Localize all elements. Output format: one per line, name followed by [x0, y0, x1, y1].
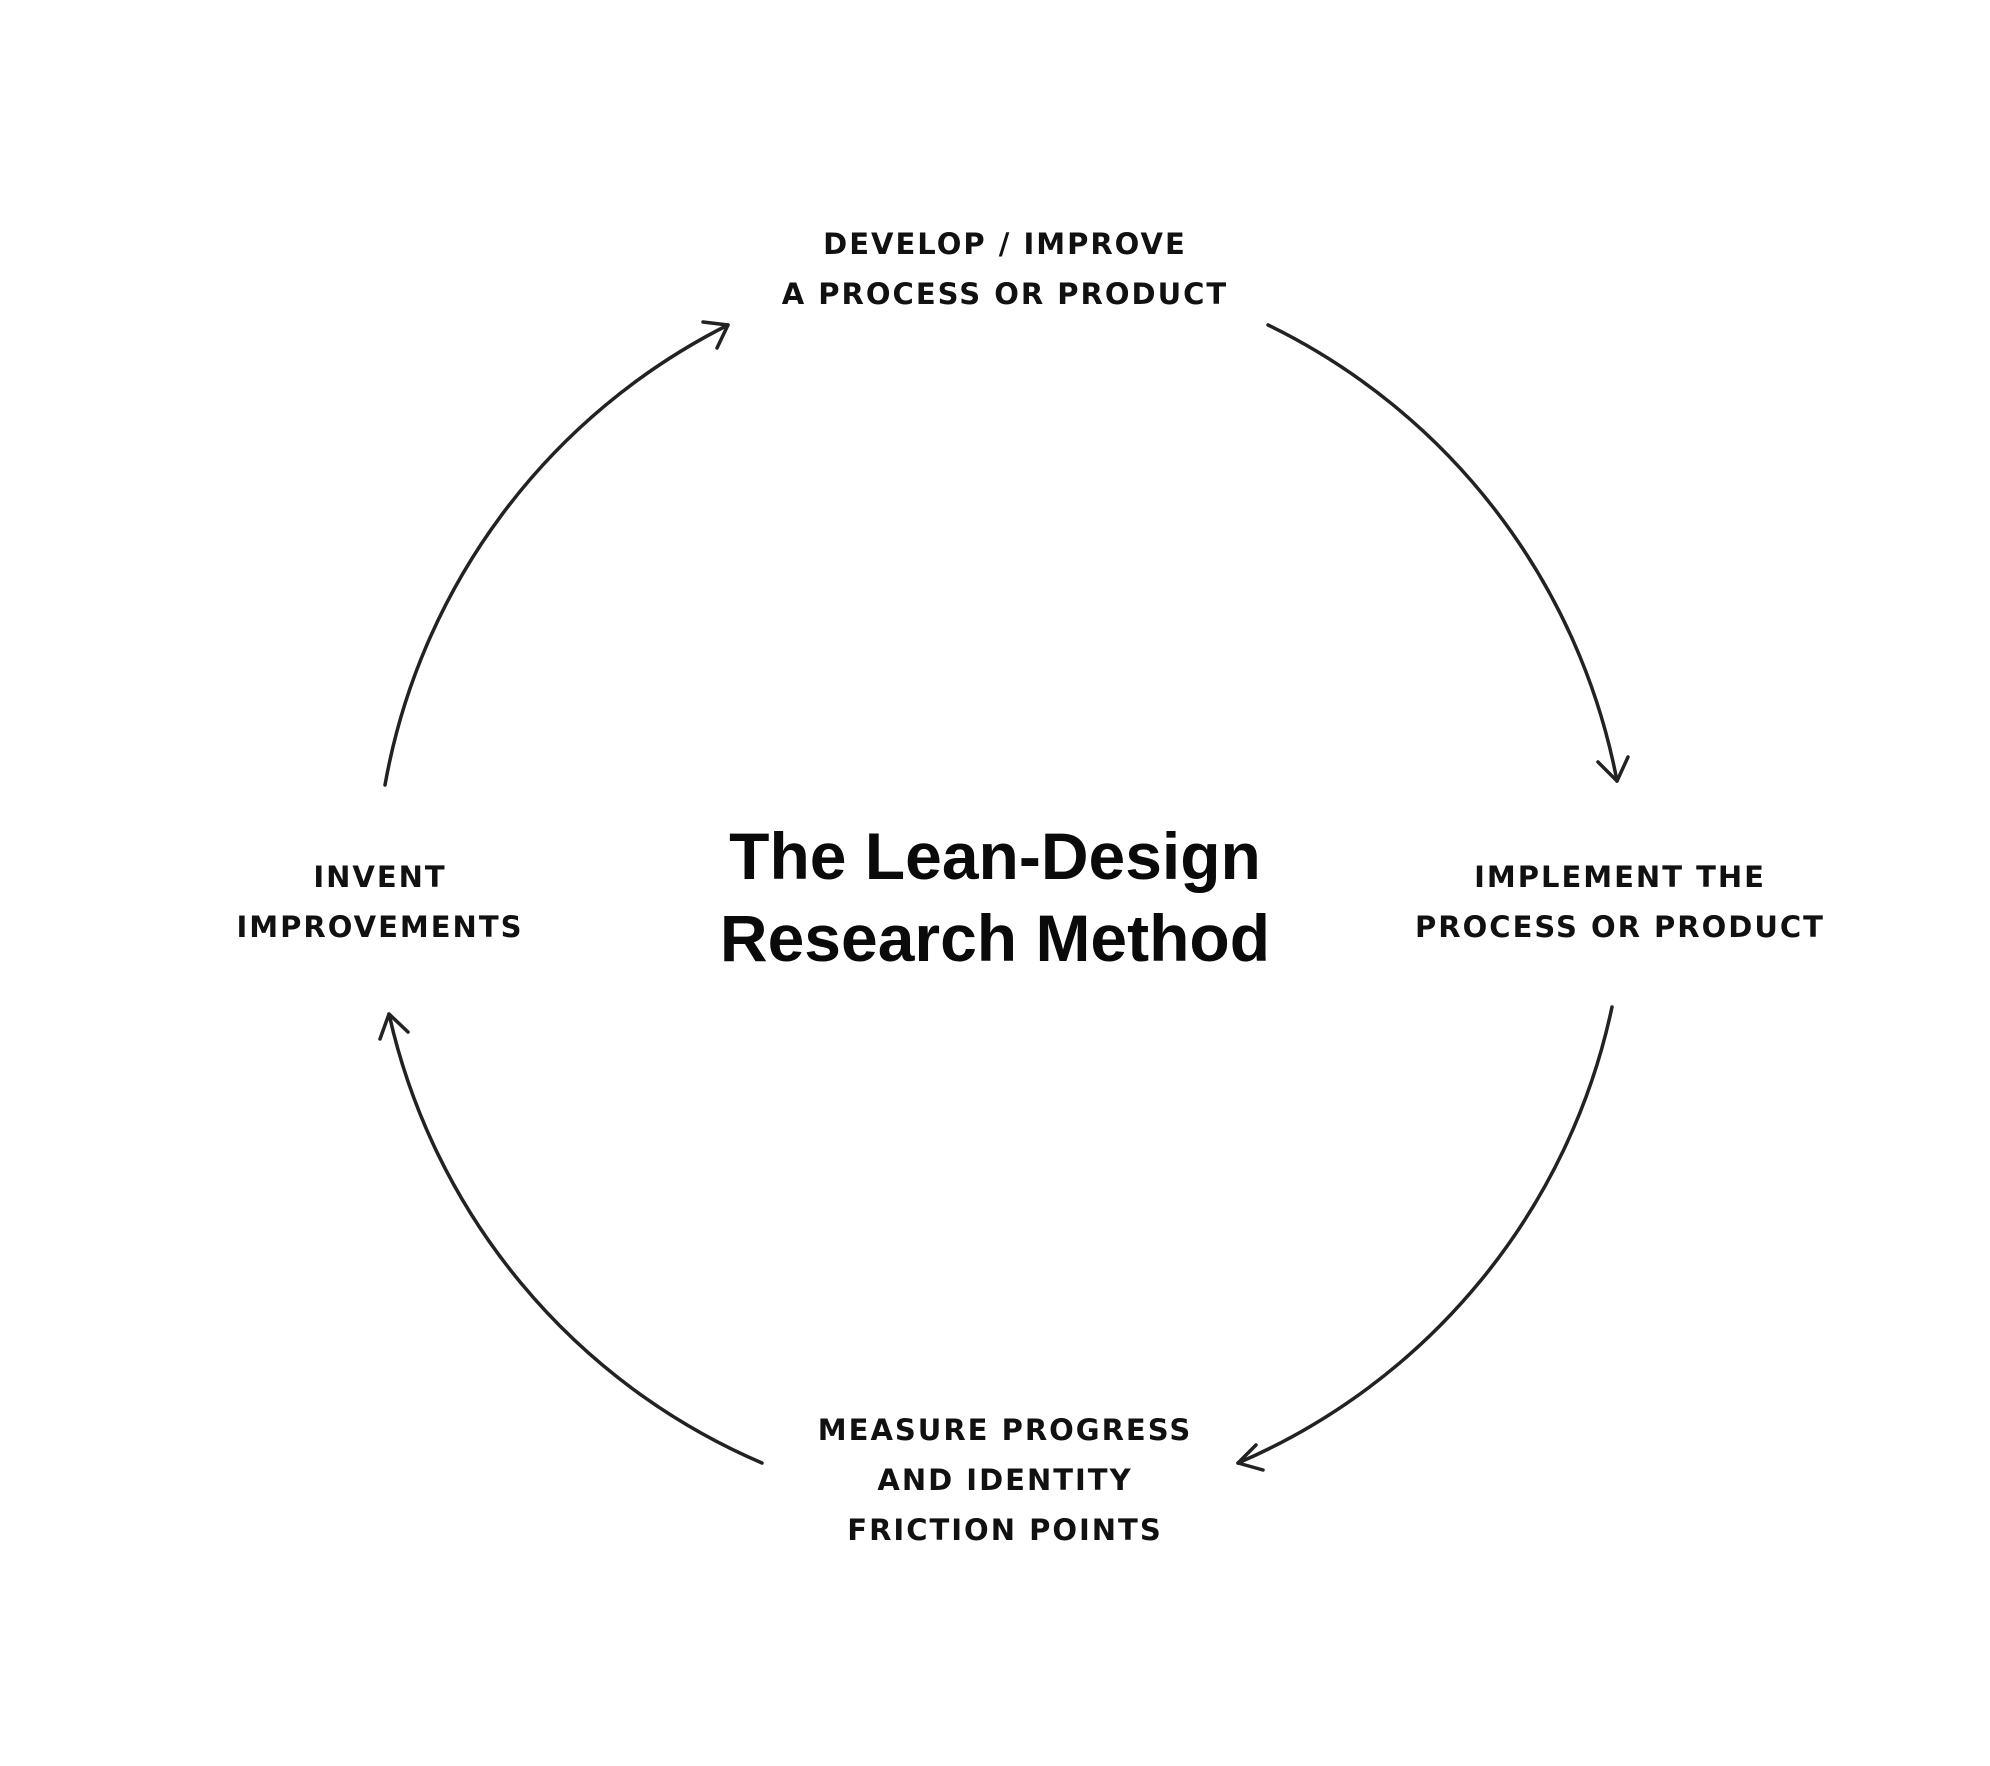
step-measure-line-1: MEASURE PROGRESS	[817, 1413, 1193, 1447]
step-implement-line-2: PROCESS OR PRODUCT	[1415, 910, 1825, 944]
step-implement: IMPLEMENT THE PROCESS OR PRODUCT	[1365, 852, 1875, 952]
step-invent-improvements: INVENT IMPROVEMENTS	[170, 852, 590, 952]
diagram-title: The Lean-Design Research Method	[645, 815, 1345, 979]
step-develop-line-2: A PROCESS OR PRODUCT	[781, 277, 1229, 311]
step-invent-line-1: INVENT	[313, 860, 447, 894]
step-implement-line-1: IMPLEMENT THE	[1474, 860, 1766, 894]
step-measure-line-2: AND IDENTITY	[877, 1463, 1133, 1497]
arrow-develop-to-implement	[1266, 323, 1619, 783]
step-develop-line-1: DEVELOP / IMPROVE	[823, 227, 1187, 261]
arrow-measure-to-invent	[387, 1012, 764, 1465]
step-measure-line-3: FRICTION POINTS	[847, 1513, 1163, 1547]
arrow-implement-to-measure	[1236, 1005, 1614, 1465]
arrow-measure-to-invent-head	[378, 1012, 410, 1041]
arrow-implement-to-measure-head	[1236, 1443, 1265, 1472]
arrow-develop-to-implement-head	[1596, 755, 1630, 783]
arrow-invent-to-develop	[383, 323, 730, 787]
step-develop-improve: DEVELOP / IMPROVE A PROCESS OR PRODUCT	[695, 219, 1315, 319]
step-measure-progress: MEASURE PROGRESS AND IDENTITY FRICTION P…	[695, 1405, 1315, 1555]
step-invent-line-2: IMPROVEMENTS	[236, 910, 524, 944]
arrow-invent-to-develop-head	[701, 320, 730, 350]
diagram-title-line-1: The Lean-Design	[729, 819, 1261, 893]
diagram-title-line-2: Research Method	[719, 901, 1271, 975]
